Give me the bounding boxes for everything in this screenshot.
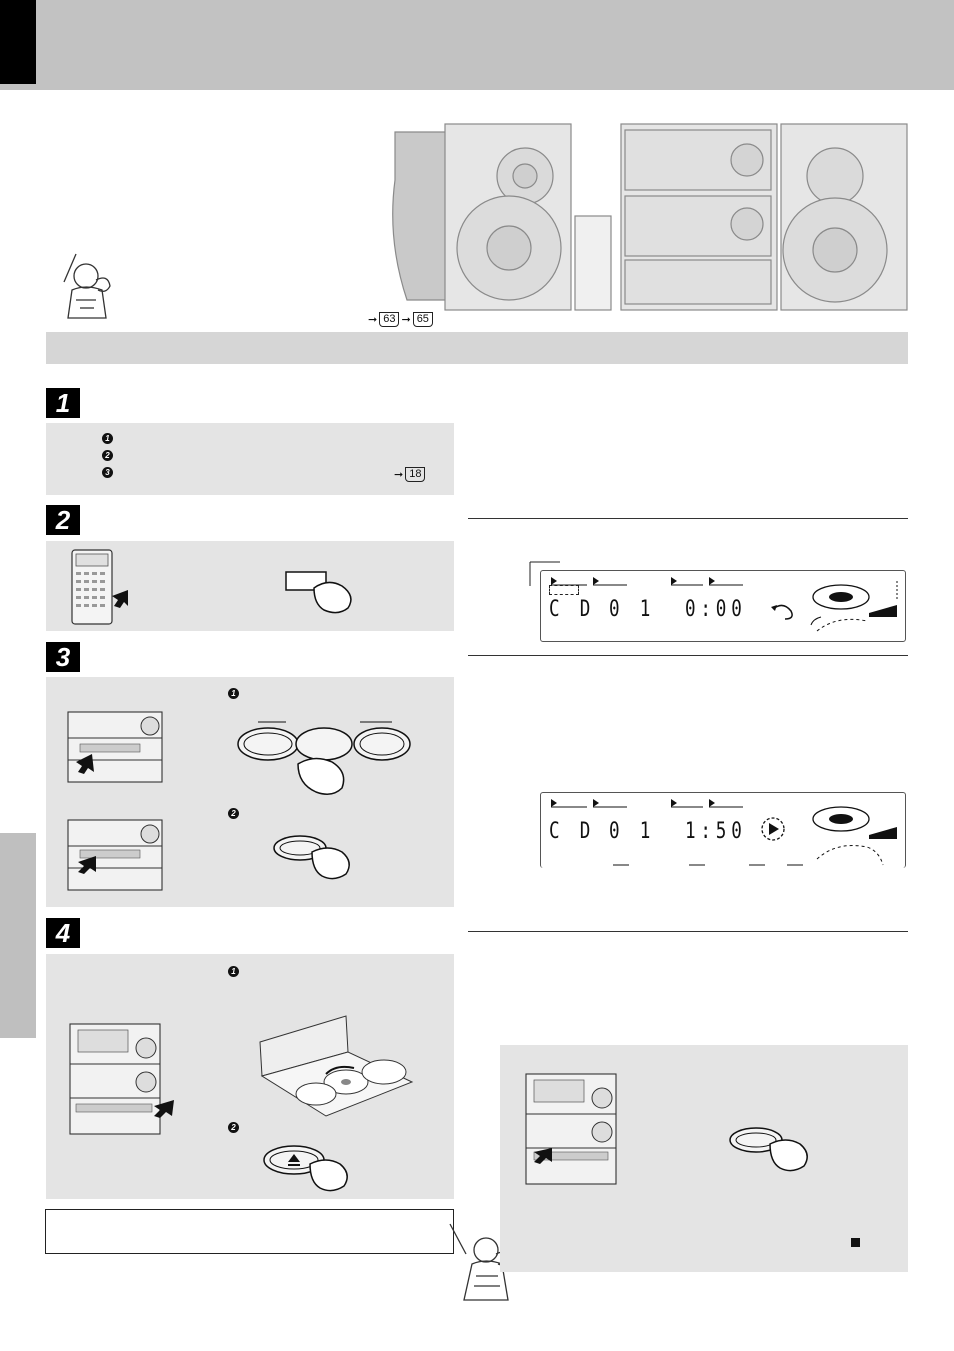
- step-4-number: 4: [46, 918, 80, 948]
- unit-illustration-stop: [525, 1073, 617, 1185]
- arrow-right-icon: ➞: [394, 469, 404, 481]
- header-block: [0, 0, 36, 84]
- page-ref-18[interactable]: 18: [405, 467, 426, 482]
- bullet-2: 2: [102, 450, 113, 461]
- display-1-dashed-box: [549, 585, 579, 595]
- rule-1: [468, 518, 908, 519]
- step-3-bullet-2: 2: [228, 808, 239, 819]
- display-1-time: 0:00: [685, 597, 747, 622]
- display-1-indicators: [551, 577, 743, 586]
- section-bar: [46, 332, 908, 364]
- mascot-illustration-top: [63, 253, 111, 319]
- display-2-source: C D: [549, 819, 596, 844]
- step-1-number: 1: [46, 388, 80, 418]
- disc-icon: [810, 581, 898, 632]
- bullet-1: 1: [102, 433, 113, 444]
- side-tab: [0, 833, 36, 1038]
- step-2-panel: [46, 541, 454, 631]
- display-1-source: C D: [549, 597, 596, 622]
- remote-control-illustration: [71, 549, 128, 625]
- page-ref-63[interactable]: 63: [379, 312, 400, 327]
- display-2-indicators: [551, 799, 743, 808]
- intro-page-refs: ➞ 63 ➞ 65: [368, 312, 433, 327]
- bullet-3: 3: [102, 467, 113, 478]
- stop-button-illustration[interactable]: [728, 1124, 812, 1174]
- header-bar: [0, 0, 954, 90]
- step-3-number: 3: [46, 642, 80, 672]
- arrow-right-icon: ➞: [368, 314, 378, 326]
- step-4-bullet-1: 1: [228, 966, 239, 977]
- step1-page-ref: ➞ 18: [394, 467, 426, 482]
- step-4-bullet-2: 2: [228, 1122, 239, 1133]
- power-button-illustration[interactable]: [284, 570, 360, 618]
- system-illustration: [392, 123, 908, 311]
- disc-tray-illustration: [259, 1015, 414, 1117]
- unit-illustration-4: [69, 1023, 174, 1135]
- rule-2: [468, 655, 908, 656]
- display-panel-2: C D 0 1 1:50: [540, 792, 906, 868]
- callout-line: [529, 561, 560, 586]
- step-2-number: 2: [46, 505, 80, 535]
- unit-illustration-3b: [67, 819, 163, 891]
- stop-icon: [851, 1238, 860, 1247]
- display-2-time: 1:50: [685, 819, 747, 844]
- eject-icon: [288, 1154, 300, 1162]
- display-panel-1: C D 0 1 0:00: [540, 570, 906, 642]
- step-3-bullet-1: 1: [228, 688, 239, 699]
- display-1-disc: 0 1: [609, 597, 656, 622]
- step-1-panel: [46, 423, 454, 495]
- page-ref-65[interactable]: 65: [412, 312, 433, 327]
- note-box: [45, 1209, 454, 1254]
- arrow-right-icon: ➞: [401, 314, 411, 326]
- repeat-icon: [771, 604, 793, 620]
- disc-buttons-illustration[interactable]: [236, 720, 412, 800]
- unit-illustration-3a: [67, 711, 163, 783]
- disc-icon-2: [812, 806, 897, 866]
- play-button-illustration[interactable]: [272, 832, 356, 884]
- display-2-disc: 0 1: [609, 819, 656, 844]
- rule-3: [468, 931, 908, 932]
- play-indicator-icon: [761, 817, 785, 841]
- display-2-bottom-marks: [613, 864, 803, 866]
- eject-button-illustration[interactable]: [262, 1140, 358, 1194]
